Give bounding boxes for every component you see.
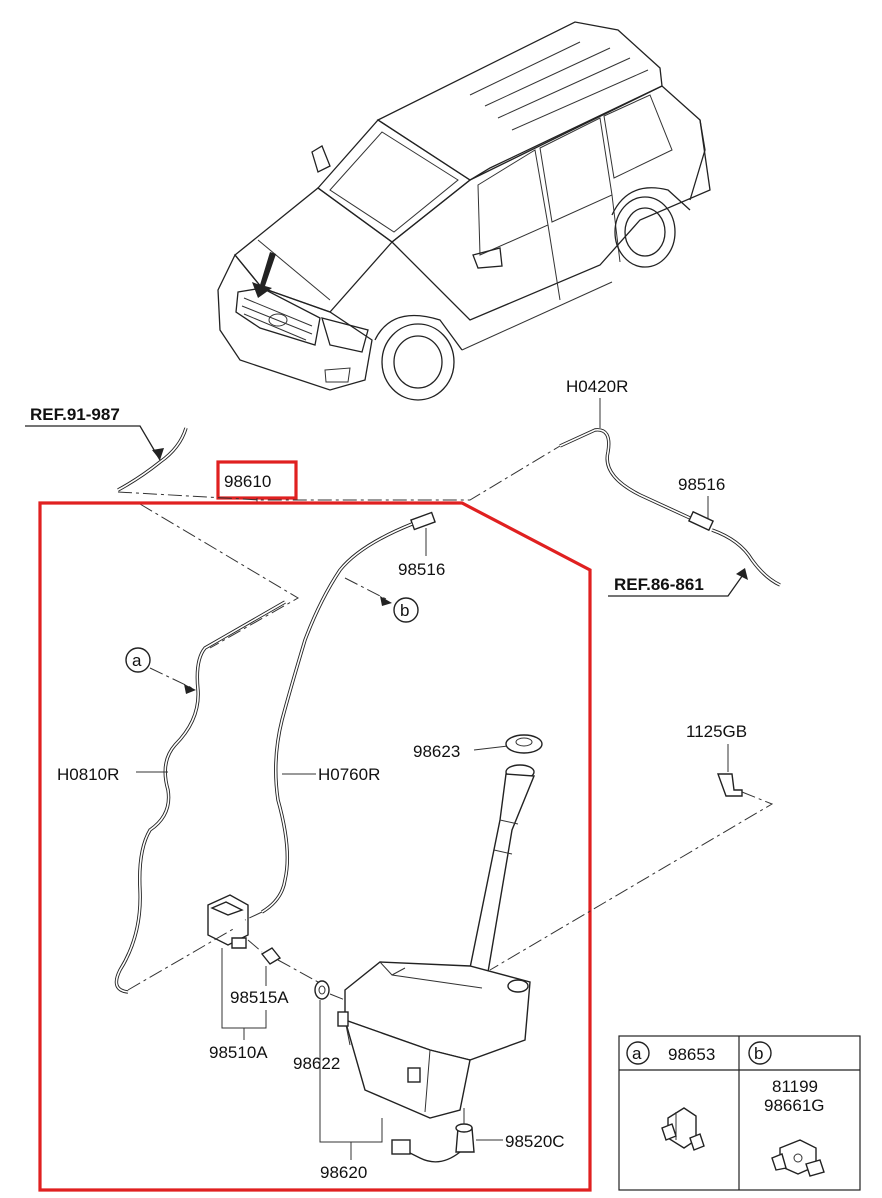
clip-a-icon: [661, 1107, 705, 1151]
bolt-label[interactable]: 1125GB: [686, 722, 747, 741]
legend-table: a 98653 b 81199 98661G: [618, 1035, 861, 1191]
vehicle-illustration: [217, 21, 711, 401]
legend-a-part[interactable]: 98653: [668, 1045, 715, 1064]
callout-a: a: [125, 647, 196, 694]
legend-a-letter: a: [632, 1044, 642, 1063]
cap-label[interactable]: 98623: [413, 742, 460, 761]
nozzle-inner-label[interactable]: 98516: [398, 560, 445, 579]
hose-h0760r: H0760R: [261, 522, 413, 914]
hose-h0760r-label[interactable]: H0760R: [318, 765, 380, 784]
clip-b-icon: [771, 1139, 825, 1177]
cap-98623-group: 98623: [413, 734, 543, 761]
ref-86-861-label[interactable]: REF.86-861: [614, 575, 704, 594]
callout-b: b: [344, 577, 419, 623]
inner-nozzle-group: 98516: [398, 511, 445, 579]
bolt-1125gb-group: 1125GB: [489, 722, 774, 971]
assembly-boundary: [38, 501, 592, 1192]
grommet-label[interactable]: 98622: [293, 1054, 340, 1073]
legend-b-part-1[interactable]: 81199: [772, 1077, 818, 1096]
hose-h0420r-label[interactable]: H0420R: [566, 377, 628, 396]
legend-b-letter: b: [754, 1044, 763, 1063]
legend-b-part-2[interactable]: 98661G: [764, 1096, 825, 1115]
leader-line-to-nozzle: [139, 503, 299, 649]
callout-b-letter: b: [400, 601, 409, 620]
reservoir-assembly: 98520C: [337, 764, 565, 1163]
grommet-group: 98622 98620: [293, 980, 383, 1182]
ref-91-987-group: REF.91-987: [25, 405, 188, 492]
assembly-label-group: 98610: [216, 460, 298, 503]
ref-91-987-label[interactable]: REF.91-987: [30, 405, 120, 424]
pump-group: 98515A 98510A: [127, 894, 319, 1062]
filter-label[interactable]: 98515A: [230, 988, 289, 1007]
reservoir-label[interactable]: 98620: [320, 1163, 367, 1182]
level-sensor-label[interactable]: 98520C: [505, 1132, 565, 1151]
hose-h0420r-group: H0420R 98516 REF.86-861: [559, 377, 781, 597]
pump-label[interactable]: 98510A: [209, 1043, 268, 1062]
callout-a-letter: a: [132, 651, 142, 670]
assembly-number[interactable]: 98610: [224, 472, 271, 491]
leader-line-ref-left: [117, 445, 561, 501]
hose-h0810r: H0810R: [57, 600, 286, 994]
nozzle-outer-label[interactable]: 98516: [678, 475, 725, 494]
hose-h0810r-label[interactable]: H0810R: [57, 765, 119, 784]
